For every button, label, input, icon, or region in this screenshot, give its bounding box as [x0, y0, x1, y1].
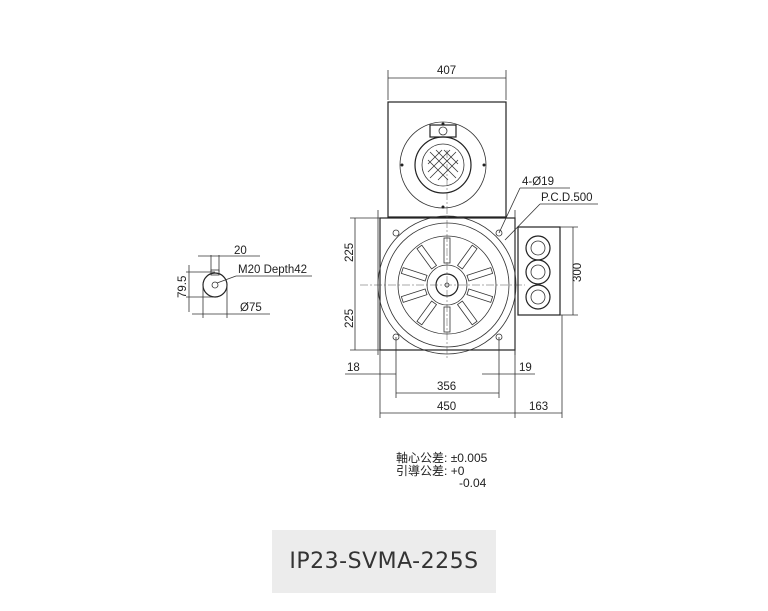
axial-tolerance-value: ±0.005	[450, 451, 488, 465]
guide-tolerance-lower: -0.04	[459, 476, 487, 490]
rotor-spoke	[456, 300, 478, 326]
guide-tolerance-upper: +0	[450, 463, 465, 478]
terminal-box: 300	[517, 226, 584, 316]
shaft-height-label: 79.5	[177, 276, 189, 298]
rotor-spoke	[466, 288, 494, 303]
rotor-spoke	[416, 244, 438, 270]
pcd-label: P.C.D.500	[541, 192, 593, 204]
lower-height-label: 225	[344, 309, 356, 328]
tolerance-notes: 軸心公差: ±0.005 引導公差: +0 -0.04	[396, 452, 487, 490]
top-width-label: 407	[437, 65, 456, 77]
rotor-spoke	[400, 288, 428, 303]
terminal-depth-label: 163	[529, 401, 548, 413]
motor-body	[360, 150, 525, 360]
shaft-diameter-label: Ø75	[240, 302, 262, 314]
upper-height-label: 225	[344, 243, 356, 262]
axial-tolerance-label: 軸心公差:	[396, 451, 448, 465]
shaft-end-circle	[202, 272, 228, 298]
shaft-detail: 20 M20 Depth42 79.5 Ø75	[177, 245, 312, 318]
guide-tolerance-label: 引導公差:	[396, 463, 448, 478]
rotor-spoke	[416, 300, 438, 326]
thread-label: M20 Depth42	[238, 264, 307, 276]
left-offset-label: 18	[347, 362, 360, 374]
right-offset-label: 19	[519, 362, 532, 374]
rotor-spoke	[400, 267, 428, 282]
bolt-holes-label: 4-Ø19	[522, 176, 554, 188]
terminal-height-label: 300	[572, 263, 584, 282]
rotor-spoke	[466, 267, 494, 282]
key-width-label: 20	[234, 245, 247, 257]
model-name-label: IP23-SVMA-225S	[272, 530, 496, 593]
bolt-spacing-label: 356	[437, 381, 456, 393]
rotor-spoke	[456, 244, 478, 270]
body-width-label: 450	[437, 401, 456, 413]
